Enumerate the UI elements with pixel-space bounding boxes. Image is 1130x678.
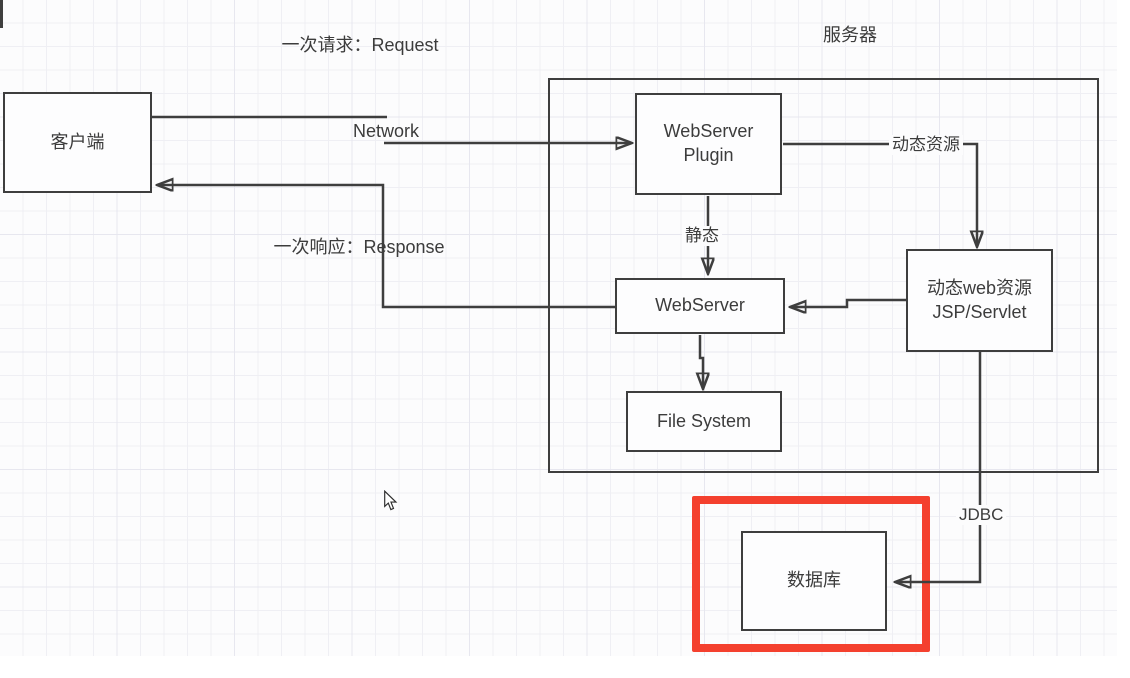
node-database-label: 数据库	[787, 570, 841, 591]
label-network: Network	[352, 121, 419, 141]
label-dynamic-resource: 动态资源	[889, 135, 963, 155]
mouse-cursor-icon	[384, 490, 398, 511]
label-request: 一次请求：Request	[281, 35, 439, 55]
node-webserver-plugin: WebServer Plugin	[635, 93, 782, 195]
node-client: 客户端	[3, 92, 152, 193]
canvas-edge-tick	[0, 0, 3, 28]
label-server-title: 服务器	[823, 25, 877, 45]
node-webserver-plugin-label-line2: Plugin	[683, 145, 734, 165]
node-file-system: File System	[626, 391, 782, 452]
node-dynamic-web-resource-label-line1: 动态web资源	[926, 277, 1033, 298]
label-response: 一次响应：Response	[273, 237, 445, 257]
node-webserver: WebServer	[615, 278, 785, 334]
label-static: 静态	[682, 226, 722, 246]
node-dynamic-web-resource: 动态web资源 JSP/Servlet	[906, 249, 1053, 352]
label-jdbc: JDBC	[956, 505, 1007, 525]
node-dynamic-web-resource-label-line2: JSP/Servlet	[932, 301, 1027, 322]
node-database: 数据库	[741, 531, 887, 631]
node-webserver-label: WebServer	[655, 295, 745, 316]
node-webserver-plugin-label-line1: WebServer	[663, 121, 754, 142]
node-client-label: 客户端	[50, 131, 105, 152]
node-file-system-label: File System	[656, 410, 752, 431]
